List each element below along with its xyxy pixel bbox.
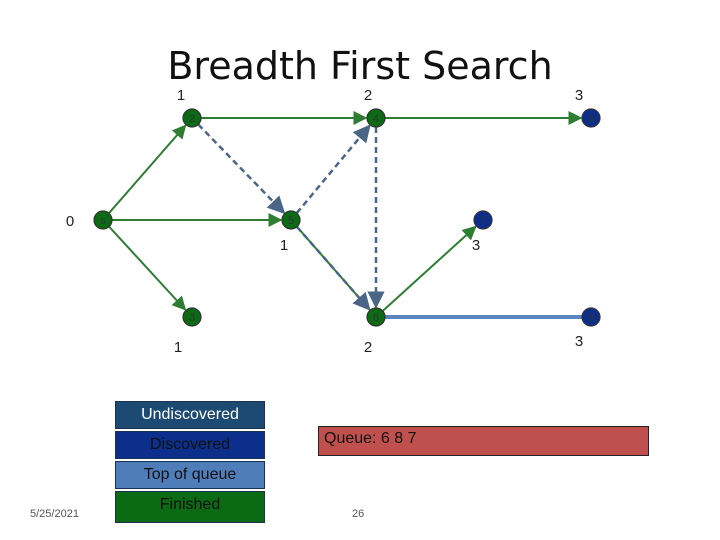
distance-label: 3: [472, 237, 480, 254]
node-label: 3: [189, 312, 195, 324]
node-label: 4: [373, 113, 379, 125]
distance-label: 1: [174, 339, 182, 356]
node-label: 5: [288, 215, 294, 227]
node-label: 9: [588, 312, 594, 324]
legend-finished: Finished: [115, 491, 265, 523]
distance-label: 3: [575, 87, 583, 104]
node-3: 3: [182, 307, 202, 327]
edge-5-6: [295, 225, 371, 311]
edge-s-2: [108, 124, 187, 214]
edge-6-7: [381, 225, 477, 312]
distance-label: 1: [177, 87, 185, 104]
node-7: 7: [473, 210, 493, 230]
footer-date: 5/25/2021: [30, 508, 79, 520]
queue-box: Queue: 6 8 7: [318, 426, 649, 456]
node-4: 4: [366, 108, 386, 128]
edge-2-5: [197, 123, 286, 215]
node-s: s: [93, 210, 113, 230]
node-label: 6: [373, 312, 379, 324]
distance-label: 3: [575, 333, 583, 350]
legend-top-of-queue: Top of queue: [115, 461, 265, 489]
node-label: s: [100, 215, 106, 227]
edge-5-4: [295, 124, 371, 214]
page-title: Breadth First Search: [167, 44, 553, 88]
footer-page-number: 26: [352, 508, 365, 520]
node-5: 5: [281, 210, 301, 230]
node-6: 6: [366, 307, 386, 327]
distance-label: 2: [364, 339, 372, 356]
edge-s-3: [108, 225, 187, 311]
legend-discovered: Discovered: [115, 431, 265, 459]
distance-label: 2: [364, 87, 372, 104]
node-9: 9: [581, 307, 601, 327]
distance-label: 1: [280, 237, 288, 254]
node-label: 2: [189, 113, 195, 125]
legend-undiscovered: Undiscovered: [115, 401, 265, 429]
node-label: 8: [588, 113, 594, 125]
node-label: 7: [480, 215, 486, 227]
node-8: 8: [581, 108, 601, 128]
distance-label: 0: [66, 213, 74, 230]
node-2: 2: [182, 108, 202, 128]
